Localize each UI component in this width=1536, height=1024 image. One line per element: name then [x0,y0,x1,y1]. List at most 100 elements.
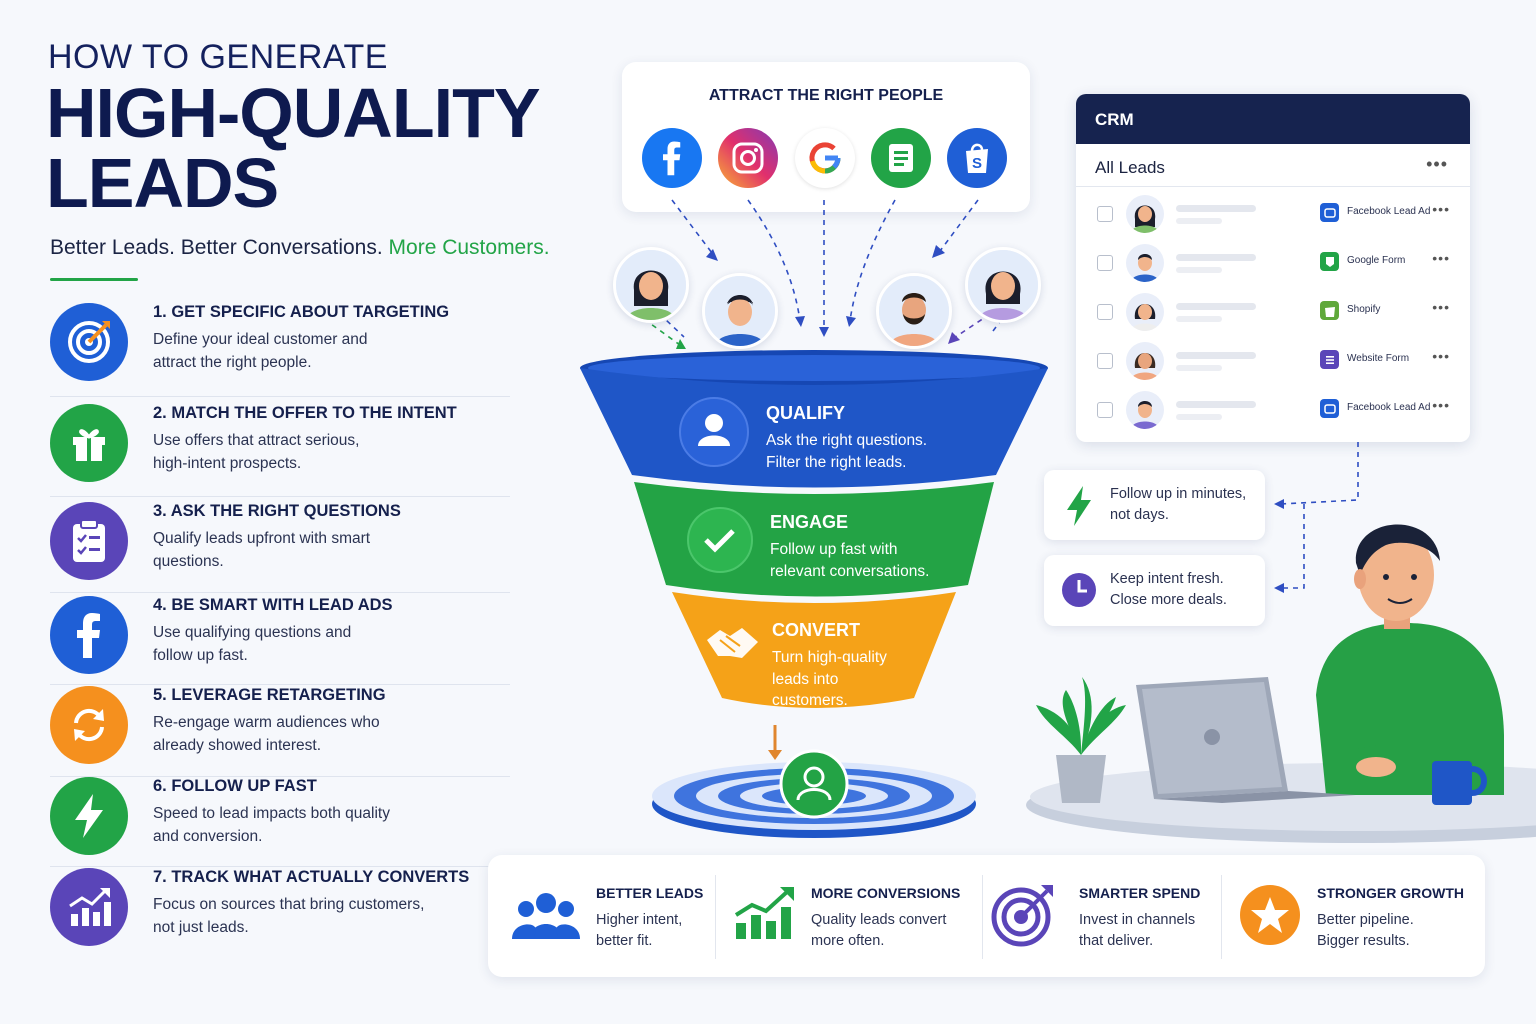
more-icon[interactable]: ••• [1432,299,1450,315]
clock-icon [1062,573,1096,607]
target-icon [50,303,128,381]
step-questions: 3. ASK THE RIGHT QUESTIONS Qualify leads… [50,502,510,594]
crm-connector [1274,442,1359,593]
avatar [1126,244,1164,282]
person-laptop-illustration [1026,524,1536,843]
more-icon[interactable]: ••• [1432,397,1450,413]
facebook-lead-icon [1320,399,1339,418]
step-title: 4. BE SMART WITH LEAD ADS [153,596,393,614]
benefit-stronger-growth: STRONGER GROWTH Better pipeline.Bigger r… [1222,855,1485,977]
avatar [702,273,778,349]
svg-text:S: S [972,155,982,172]
website-form-icon [1320,350,1339,369]
funnel-stage-qualify: QUALIFY Ask the right questions. Filter … [766,403,928,471]
table-row[interactable]: Website Form ••• [1076,336,1470,385]
arrow-to-funnel-right [948,313,991,344]
step-retargeting: 5. LEVERAGE RETARGETING Re-engage warm a… [50,686,510,778]
step-title: 2. MATCH THE OFFER TO THE INTENT [153,404,457,422]
step-title: 7. TRACK WHAT ACTUALLY CONVERTS [153,868,470,886]
shopify-icon [1320,301,1339,320]
instagram-icon [718,128,778,188]
benefits-bar: BETTER LEADS Higher intent,better fit. M… [488,855,1485,977]
step-description: Focus on sources that bring customers,no… [153,896,425,936]
avatar [1126,195,1164,233]
clipboard-icon [50,502,128,580]
avatar [1126,293,1164,331]
divider [50,496,510,497]
refresh-icon [50,686,128,764]
benefit-description: Better pipeline.Bigger results. [1317,912,1414,949]
step-offer: 2. MATCH THE OFFER TO THE INTENT Use off… [50,404,510,496]
crm-title: CRM [1095,110,1134,129]
lead-source: Shopify [1347,304,1381,315]
page-title-line2: LEADS [46,144,279,222]
target-platform [652,749,976,838]
facebook-lead-icon [1320,203,1339,222]
table-row[interactable]: Google Form ••• [1076,238,1470,287]
step-title: 1. GET SPECIFIC ABOUT TARGETING [153,303,450,321]
lead-source: Facebook Lead Ad [1347,206,1431,217]
subtitle-highlight: More Customers. [388,236,550,259]
arrow-to-funnel-left [643,318,686,349]
avatar [1126,342,1164,380]
benefit-description: Higher intent,better fit. [596,912,683,949]
tip-follow-up: Follow up in minutes,not days. [1044,470,1265,540]
benefit-better-leads: BETTER LEADS Higher intent,better fit. [488,855,715,977]
more-icon[interactable]: ••• [1432,250,1450,266]
page-title: HIGH-QUALITY LEADS [46,78,541,222]
row-checkbox[interactable] [1097,304,1113,320]
attract-card: ATTRACT THE RIGHT PEOPLE S [622,62,1030,212]
funnel [580,350,1048,760]
page-title-small: HOW TO GENERATE [48,38,388,76]
check-icon [687,507,753,573]
funnel-convert [672,592,956,708]
attract-title: ATTRACT THE RIGHT PEOPLE [708,87,944,104]
row-checkbox[interactable] [1097,353,1113,369]
more-icon[interactable]: ••• [1426,154,1448,174]
step-track: 7. TRACK WHAT ACTUALLY CONVERTS Focus on… [50,868,510,960]
crm-panel: CRM All Leads ••• Facebook Lead Ad ••• G… [1076,94,1470,442]
facebook-icon [50,596,128,674]
row-checkbox[interactable] [1097,402,1113,418]
handshake-icon [707,628,758,658]
subtitle-main: Better Leads. Better Conversations. [50,236,383,259]
forms-icon [871,128,931,188]
divider [50,592,510,593]
step-lead-ads: 4. BE SMART WITH LEAD ADS Use qualifying… [50,596,510,688]
step-title: 6. FOLLOW UP FAST [153,777,317,795]
more-icon[interactable]: ••• [1432,348,1450,364]
funnel-stage-engage: ENGAGE Follow up fast with relevant conv… [770,512,930,580]
facebook-icon [642,128,702,188]
crm-header: CRM [1076,94,1470,144]
table-row[interactable]: Shopify ••• [1076,287,1470,336]
table-row[interactable]: Facebook Lead Ad ••• [1076,385,1470,434]
funnel-rim-inner [588,355,1040,381]
table-row[interactable]: Facebook Lead Ad ••• [1076,189,1470,238]
benefit-title: SMARTER SPEND [1079,885,1201,901]
tip-text: Keep intent fresh.Close more deals. [1110,571,1227,608]
subtitle-underline [50,278,138,281]
avatar [1126,391,1164,429]
benefit-title: BETTER LEADS [596,885,704,901]
benefit-title: STRONGER GROWTH [1317,885,1464,901]
lead-source: Facebook Lead Ad [1347,402,1431,413]
row-checkbox[interactable] [1097,255,1113,271]
people-icon [512,893,580,939]
lightning-icon [50,777,128,855]
divider [50,396,510,397]
more-icon[interactable]: ••• [1432,201,1450,217]
tip-text: Follow up in minutes,not days. [1110,486,1247,523]
avatar [965,247,1041,323]
customer-icon [779,749,849,819]
divider [50,866,510,867]
target-icon [991,885,1053,947]
avatar [613,247,689,323]
row-checkbox[interactable] [1097,206,1113,222]
subtitle: Better Leads. Better Conversations. More… [50,236,550,260]
